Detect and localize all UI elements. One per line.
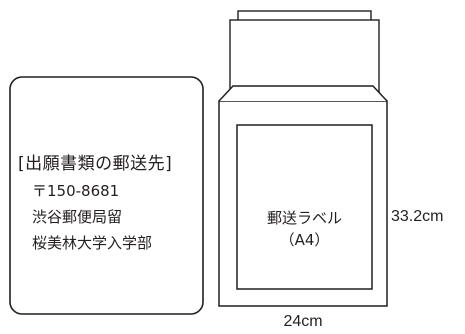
mailing-label	[236, 124, 373, 290]
envelope-height-label: 33.2cm	[391, 208, 444, 225]
document-sheet-front	[229, 19, 380, 99]
mailing-label-text: 郵送ラベル （A4）	[237, 207, 372, 251]
address-title: [出願書類の郵送先]	[18, 154, 173, 174]
mailing-label-size: （A4）	[279, 231, 330, 249]
envelope-width-label: 24cm	[283, 313, 323, 330]
postal-code: 〒150-8681	[32, 182, 120, 200]
mailing-label-title: 郵送ラベル	[266, 209, 342, 227]
post-office: 渋谷郵便局留	[32, 208, 123, 226]
address-card	[9, 76, 204, 315]
recipient: 桜美林大学入学部	[32, 234, 153, 252]
envelope-flap	[218, 85, 388, 102]
